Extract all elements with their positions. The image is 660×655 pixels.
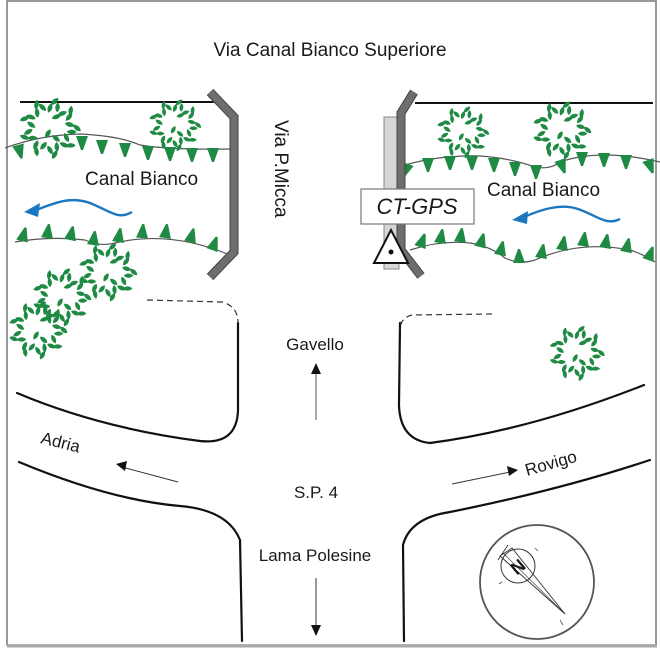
direction-label-east: Rovigo xyxy=(523,447,579,480)
arrow-right-icon xyxy=(451,466,518,485)
embankment-lower-left xyxy=(14,223,231,256)
tree-canopy-icon xyxy=(19,96,82,160)
water-flow-arrow-icon xyxy=(512,205,621,224)
tree-canopy-icon xyxy=(9,300,69,360)
road-label-via-p-micca: Via P.Micca xyxy=(270,120,291,218)
road-edges xyxy=(15,321,652,643)
direction-label-north: Gavello xyxy=(286,335,344,354)
north-arrow-compass-icon: N xyxy=(479,524,595,640)
arrow-left-icon xyxy=(116,461,179,483)
bridge-railing-right xyxy=(396,89,425,279)
station-label-box: CT-GPS xyxy=(360,188,475,225)
road-label-via-canal-bianco-superiore: Via Canal Bianco Superiore xyxy=(213,40,446,61)
embankment-upper-left xyxy=(4,133,231,162)
embankment-lower-right xyxy=(409,227,659,263)
road-edge-dashed-left xyxy=(146,299,239,324)
water-flow-arrow-icon xyxy=(24,198,133,217)
embankment-upper-right xyxy=(397,152,660,180)
tree-canopy-icon xyxy=(79,242,139,302)
arrow-down-icon xyxy=(311,578,321,636)
arrow-up-icon xyxy=(311,363,321,420)
main-road-label: S.P. 4 xyxy=(294,483,338,502)
gps-station-triangle-icon xyxy=(372,227,410,264)
direction-label-south: Lama Polesine xyxy=(259,546,371,565)
direction-label-west: Adria xyxy=(39,428,83,456)
canal-label-right: Canal Bianco xyxy=(487,180,600,201)
tree-canopy-icon xyxy=(437,105,491,159)
tree-canopy-icon xyxy=(549,325,606,382)
road-edge-dashed-right xyxy=(399,313,493,331)
tree-canopy-icon xyxy=(149,98,203,152)
station-label: CT-GPS xyxy=(376,194,457,219)
bridge-railing-left xyxy=(206,88,239,281)
tree-canopy-icon xyxy=(533,100,593,160)
canal-label-left: Canal Bianco xyxy=(85,169,198,190)
